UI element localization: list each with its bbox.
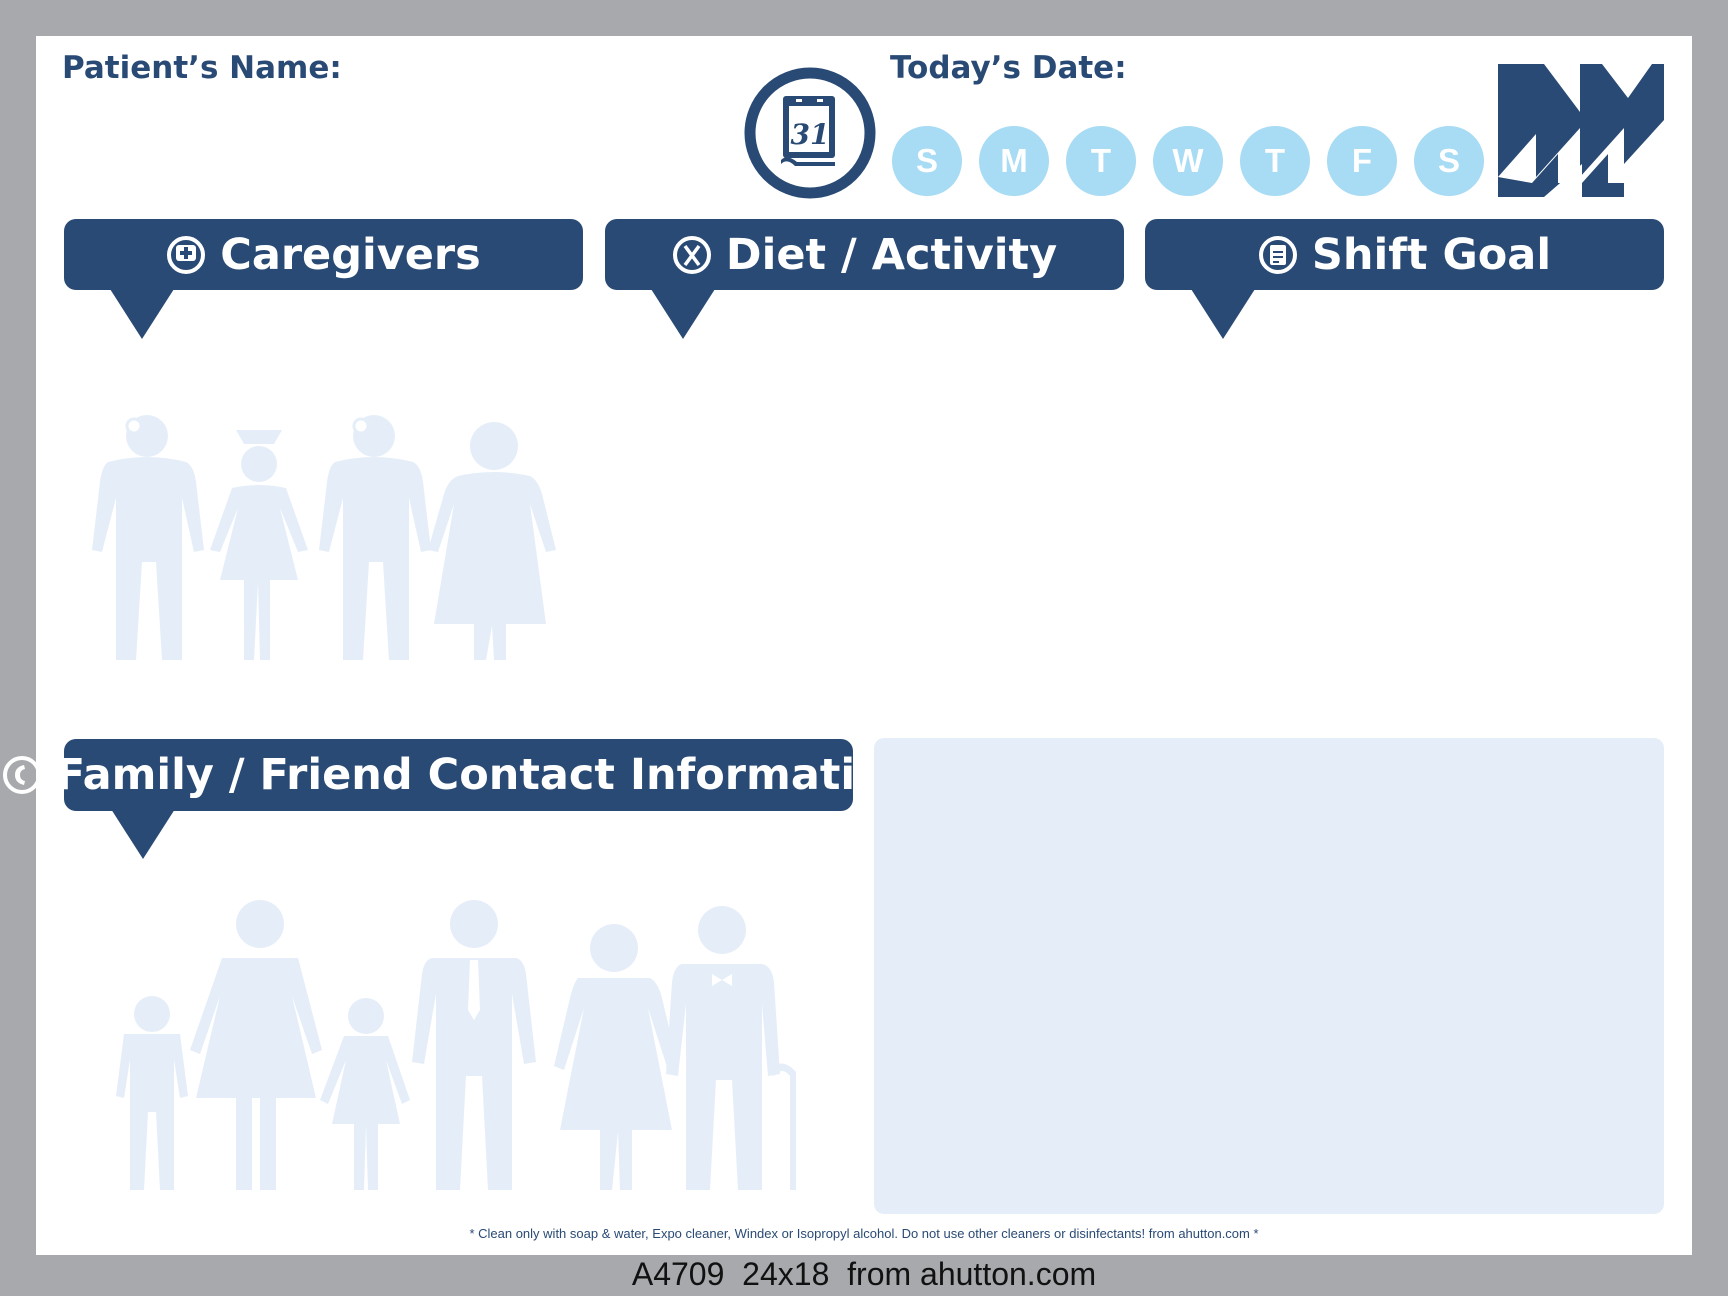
shift-goal-header: Shift Goal <box>1145 219 1664 339</box>
clipboard-icon <box>1258 235 1297 274</box>
bubble-tail <box>110 289 174 339</box>
shift-goal-title: Shift Goal <box>1311 229 1552 280</box>
weekday-selector: S M T W T F S <box>892 126 1484 196</box>
patient-name-label: Patient’s Name: <box>62 50 342 86</box>
cleaning-disclaimer: * Clean only with soap & water, Expo cle… <box>469 1226 1259 1241</box>
family-contact-header: Family / Friend Contact Information <box>2 739 915 859</box>
day-sunday[interactable]: S <box>892 126 962 196</box>
bubble-tail <box>1191 289 1255 339</box>
day-thursday[interactable]: T <box>1240 126 1310 196</box>
family-contact-title: Family / Friend Contact Information <box>55 750 916 800</box>
day-wednesday[interactable]: W <box>1153 126 1223 196</box>
calendar-number: 31 <box>791 118 830 151</box>
bubble-tail <box>111 809 175 859</box>
bubble-tail <box>651 289 715 339</box>
nurse-cross-icon <box>167 235 206 274</box>
day-monday[interactable]: M <box>979 126 1049 196</box>
diet-activity-title: Diet / Activity <box>725 229 1058 280</box>
product-footer: A4709 24x18 from ahutton.com <box>631 1256 1097 1292</box>
day-saturday[interactable]: S <box>1414 126 1484 196</box>
notes-area[interactable] <box>874 738 1664 1214</box>
family-illustration <box>116 900 796 1190</box>
caregivers-title: Caregivers <box>220 229 481 280</box>
diet-activity-header: Diet / Activity <box>605 219 1124 339</box>
caregivers-illustration <box>92 415 556 660</box>
todays-date-label: Today’s Date: <box>890 50 1127 86</box>
caregivers-header: Caregivers <box>64 219 583 339</box>
fork-knife-icon <box>672 235 711 274</box>
company-logo <box>1498 64 1664 197</box>
phone-icon <box>2 756 41 794</box>
day-friday[interactable]: F <box>1327 126 1397 196</box>
day-tuesday[interactable]: T <box>1066 126 1136 196</box>
calendar-icon: 31 <box>744 67 876 199</box>
